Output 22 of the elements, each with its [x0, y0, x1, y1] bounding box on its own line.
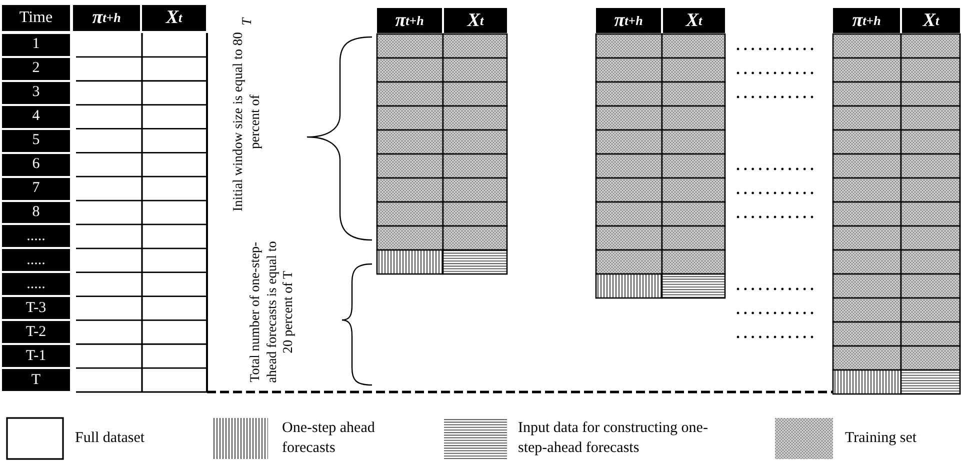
vertical-note: Initial window size is equal to 80 percent of T — [229, 18, 263, 214]
time-cell: 2 — [2, 58, 70, 80]
legend-text: Input data for constructing one-step-ahead forecasts — [518, 419, 709, 458]
legend-text: One-step ahead forecasts — [282, 419, 376, 458]
time-cell: 4 — [2, 106, 70, 128]
time-cell: 5 — [2, 130, 70, 152]
column-header: Time — [2, 5, 70, 31]
time-cell: T-2 — [2, 321, 70, 344]
time-cell: T-3 — [2, 297, 70, 320]
time-cell: 6 — [2, 154, 70, 176]
vertical-note: Total number of one-step-ahead forecasts is equal to 20 percent of T — [246, 241, 296, 383]
time-cell: 1 — [2, 34, 70, 56]
time-cell: ..... — [2, 273, 70, 296]
time-cell: ..... — [2, 249, 70, 272]
time-cell: 7 — [2, 178, 70, 200]
time-cell: 8 — [2, 202, 70, 224]
time-cell: T — [2, 369, 70, 391]
time-cell: T-1 — [2, 345, 70, 368]
legend-text: Full dataset — [75, 428, 146, 448]
time-cell: 3 — [2, 82, 70, 104]
time-cell: ..... — [2, 225, 70, 248]
legend-text: Training set — [845, 428, 918, 448]
